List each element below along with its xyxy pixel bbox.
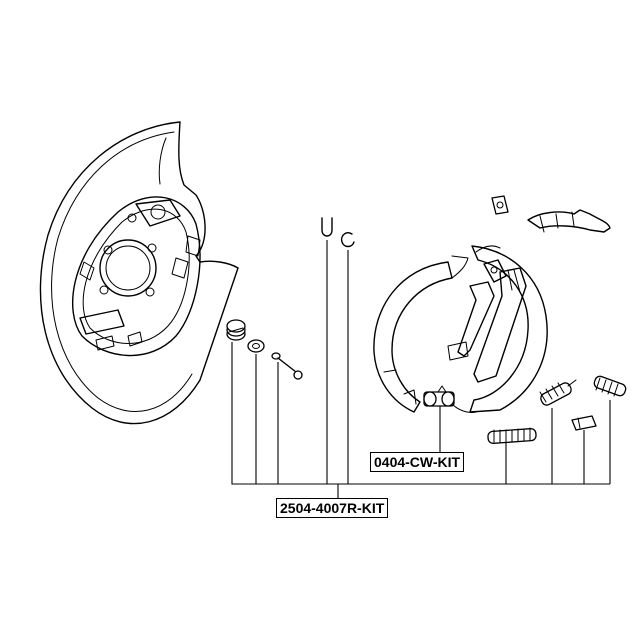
callout-hardware-kit: 2504-4007R-KIT [276,498,389,518]
backing-plate [39,121,239,425]
brake-shoe-left [373,255,469,413]
return-spring-short [539,379,577,406]
spring-clip-small [571,415,597,431]
adjuster-strut [473,267,527,383]
callout-cylinder-kit: 0404-CW-KIT [370,452,465,472]
spring-cup [247,339,265,353]
retainer-clip [491,195,509,215]
parking-brake-lever [447,259,507,361]
adjuster-spring-clip [527,209,611,233]
return-spring-long [487,427,537,444]
leader-lines [231,240,611,500]
u-clip [321,217,333,237]
hold-down-pin [271,352,303,380]
upper-spring [593,375,627,397]
c-washer [340,232,355,248]
hold-down-spring [226,319,246,341]
wheel-cylinder [423,385,455,407]
